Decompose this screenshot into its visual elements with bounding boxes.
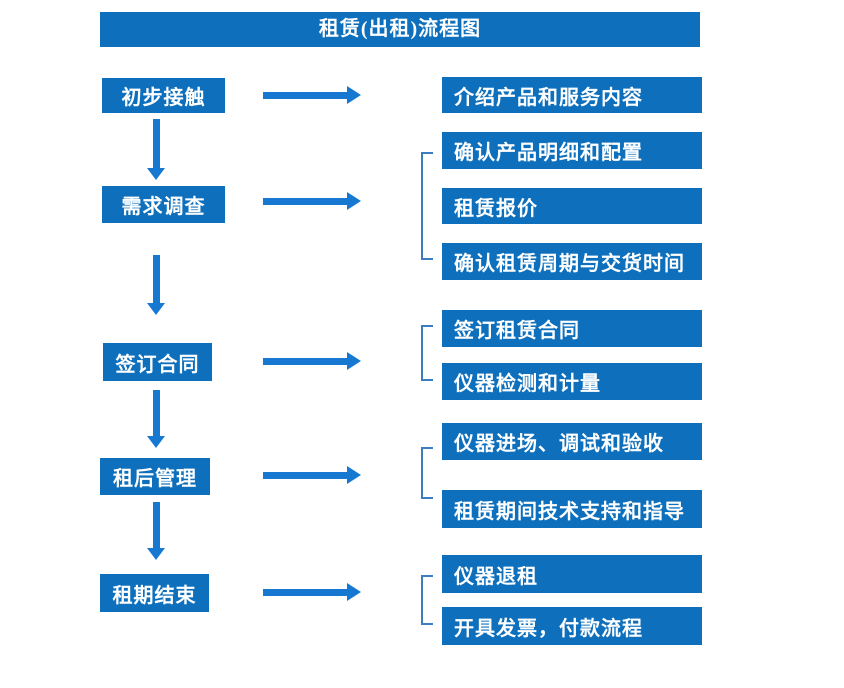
right-arrow-4 xyxy=(263,466,361,484)
group-bracket-lease-end xyxy=(421,575,433,625)
page-title: 租赁(出租)流程图 xyxy=(318,18,482,40)
detail-box-instrument-return: 仪器退租 xyxy=(442,555,702,593)
detail-box-introduce-products: 介绍产品和服务内容 xyxy=(442,77,702,113)
group-bracket-post-rental xyxy=(421,447,433,499)
detail-box-confirm-product-details: 确认产品明细和配置 xyxy=(442,132,702,169)
down-arrow-4 xyxy=(147,502,165,560)
detail-box-instrument-setup-acceptance: 仪器进场、调试和验收 xyxy=(442,423,702,460)
detail-box-instrument-testing: 仪器检测和计量 xyxy=(442,363,702,400)
down-arrow-head-icon xyxy=(147,303,165,315)
right-arrow-head-icon xyxy=(347,466,361,484)
detail-box-invoice-payment: 开具发票，付款流程 xyxy=(442,607,702,645)
detail-box-sign-rental-contract: 签订租赁合同 xyxy=(442,310,702,347)
step-box-lease-end: 租期结束 xyxy=(100,574,209,612)
step-box-demand-survey: 需求调查 xyxy=(102,186,225,223)
right-arrow-head-icon xyxy=(347,583,361,601)
right-arrow-2 xyxy=(263,192,361,210)
down-arrow-3 xyxy=(147,390,165,448)
detail-box-confirm-rental-period: 确认租赁周期与交货时间 xyxy=(442,243,702,280)
down-arrow-2 xyxy=(147,255,165,315)
right-arrow-1 xyxy=(263,86,361,104)
step-box-initial-contact: 初步接触 xyxy=(102,78,225,113)
down-arrow-head-icon xyxy=(147,168,165,180)
group-bracket-sign-contract xyxy=(421,325,433,381)
right-arrow-head-icon xyxy=(347,192,361,210)
right-arrow-head-icon xyxy=(347,86,361,104)
step-box-post-rental-management: 租后管理 xyxy=(100,458,210,495)
down-arrow-1 xyxy=(147,119,165,180)
right-arrow-3 xyxy=(263,352,361,370)
title-bar: 租赁(出租)流程图 xyxy=(100,12,700,47)
right-arrow-head-icon xyxy=(347,352,361,370)
detail-box-tech-support: 租赁期间技术支持和指导 xyxy=(442,490,702,528)
down-arrow-head-icon xyxy=(147,436,165,448)
step-box-sign-contract: 签订合同 xyxy=(103,343,212,381)
group-bracket-demand-survey xyxy=(421,152,433,260)
detail-box-rental-quote: 租赁报价 xyxy=(442,188,702,224)
right-arrow-5 xyxy=(263,583,361,601)
down-arrow-head-icon xyxy=(147,548,165,560)
